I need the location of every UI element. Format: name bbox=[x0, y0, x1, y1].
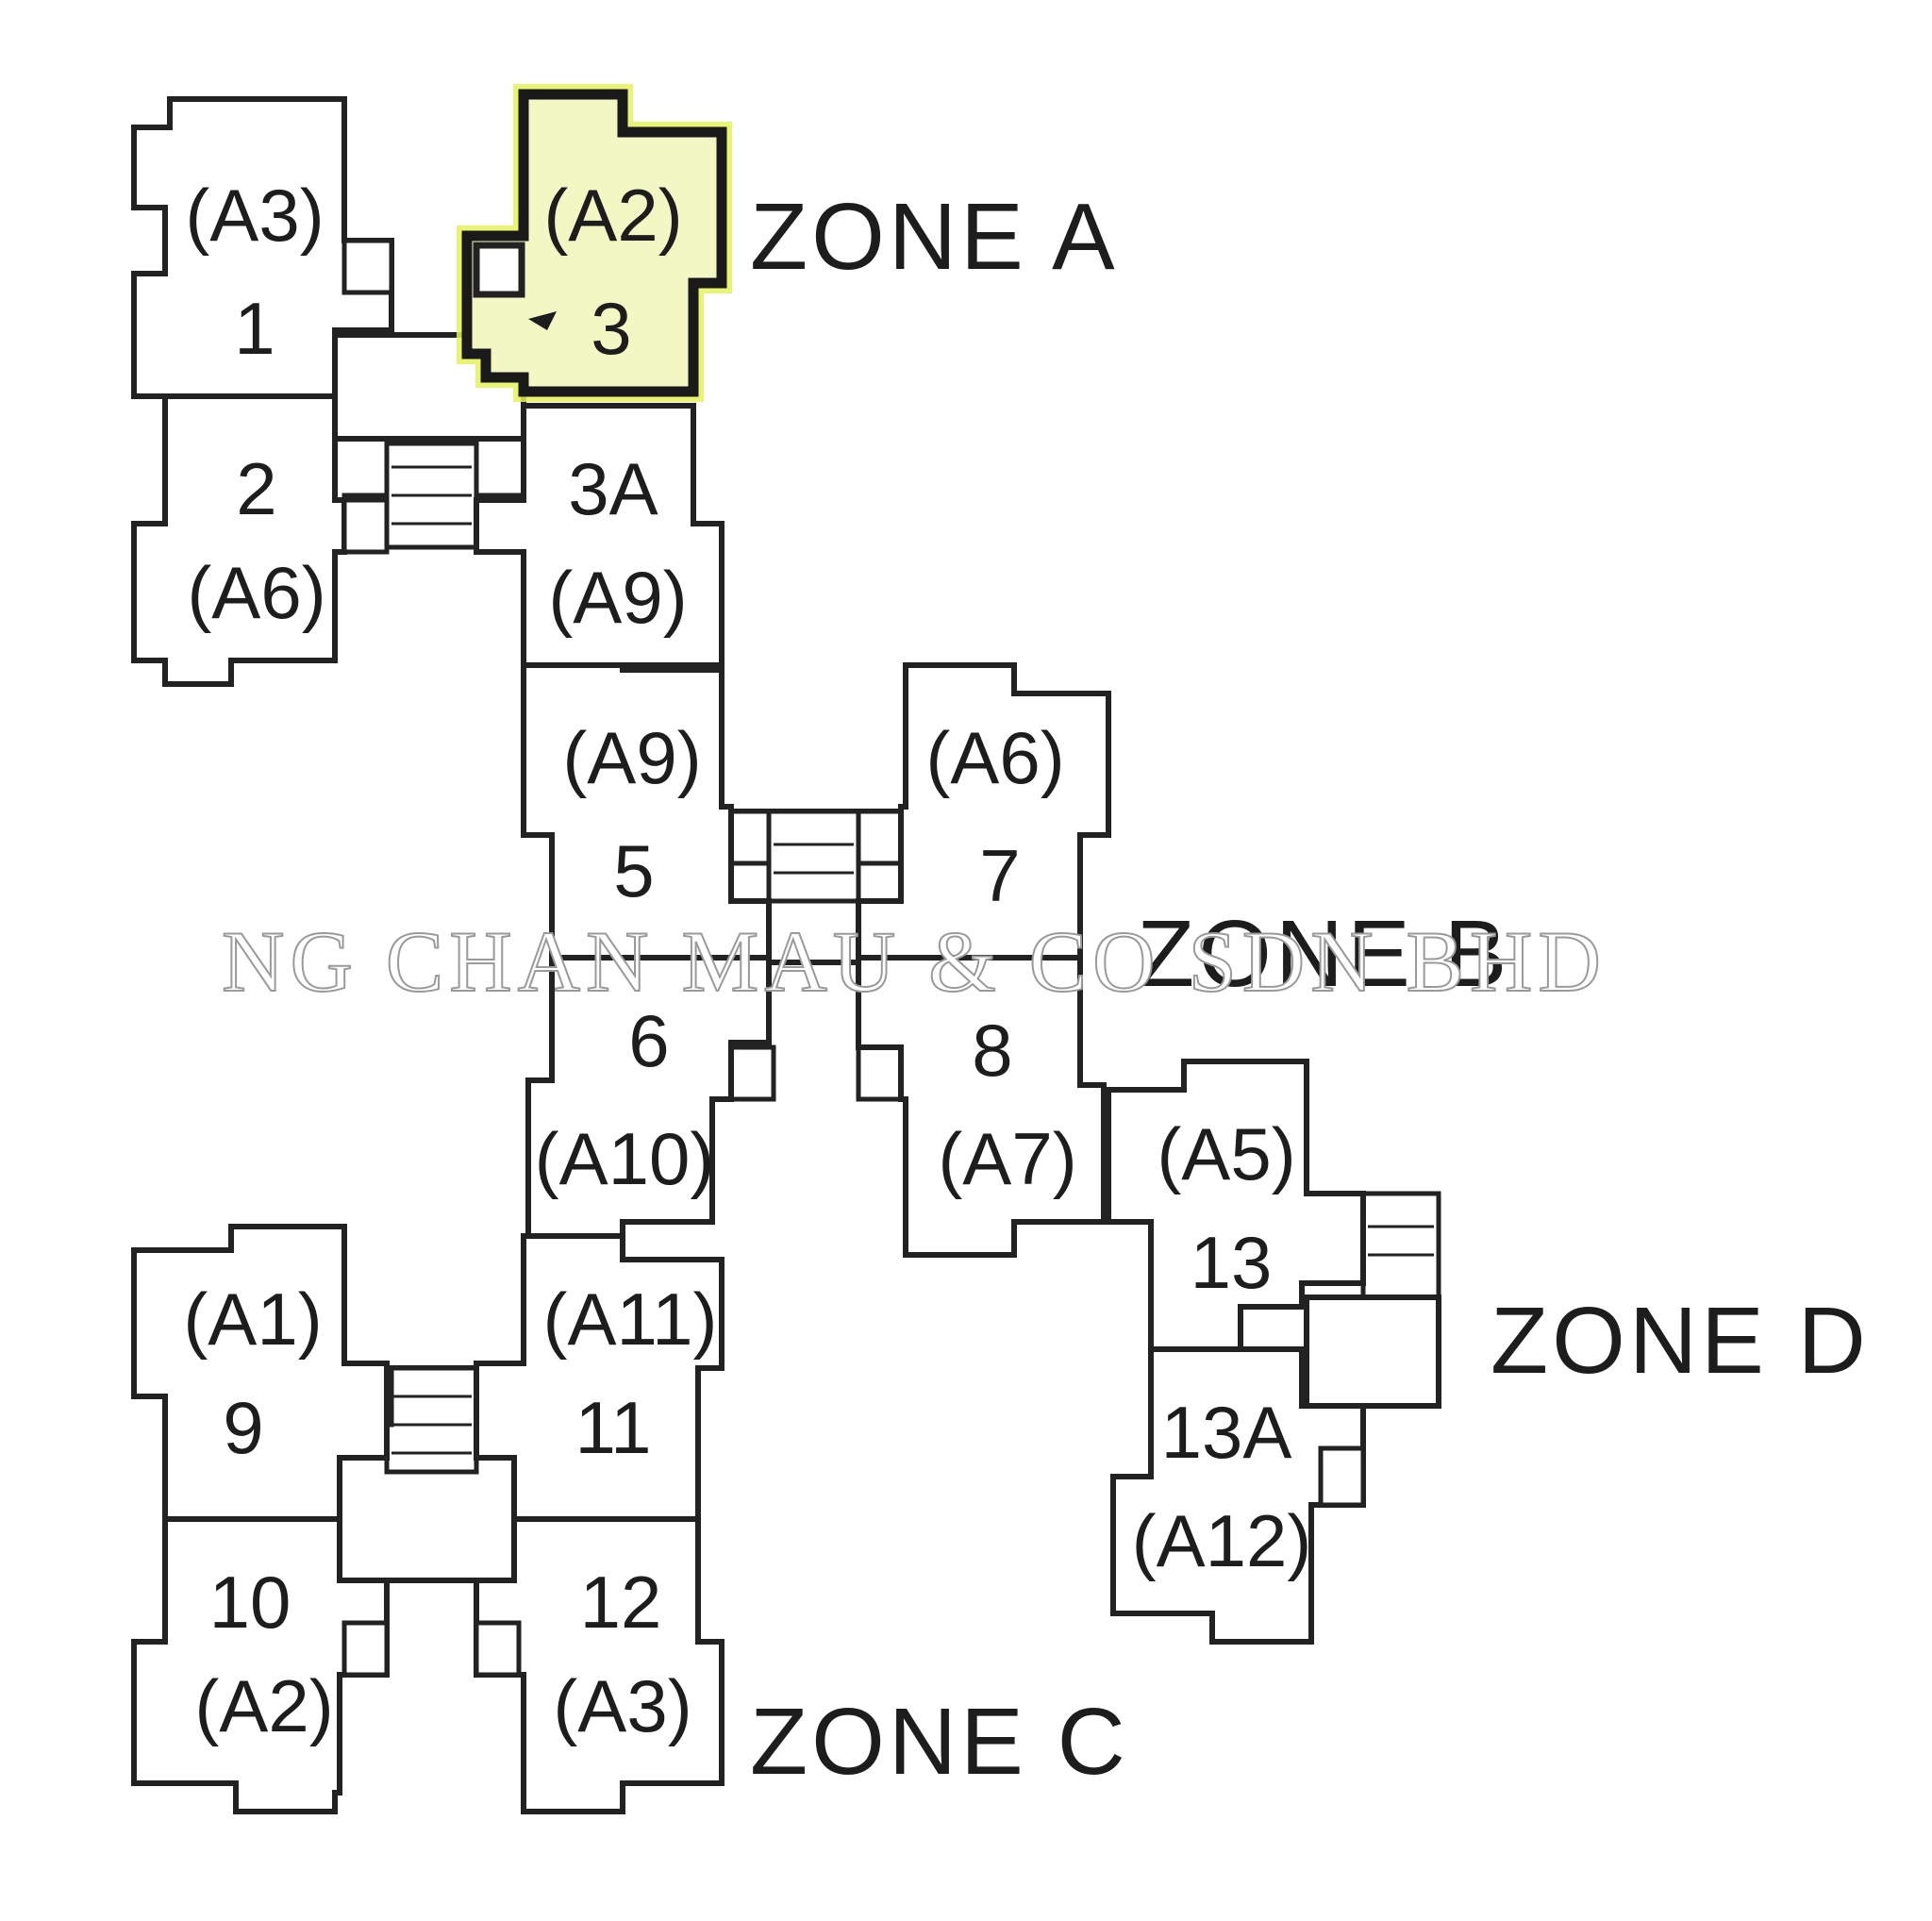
unit-13[interactable]: (A5) 13 bbox=[1106, 1059, 1366, 1352]
unit-6[interactable]: 6 (A10) bbox=[525, 955, 772, 1239]
unit-2-type: (A6) bbox=[187, 551, 325, 634]
unit-11-number: 11 bbox=[575, 1386, 652, 1469]
unit-10[interactable]: 10 (A2) bbox=[131, 1516, 390, 1814]
unit-5-number: 5 bbox=[613, 829, 654, 912]
unit-6-type: (A10) bbox=[535, 1117, 715, 1200]
unit-11-type: (A11) bbox=[543, 1278, 718, 1361]
zone-d-block: (A5) 13 13A (A12) ZONE D bbox=[1106, 1059, 1870, 1645]
unit-10-number: 10 bbox=[209, 1561, 291, 1644]
unit-1-number: 1 bbox=[234, 287, 275, 370]
unit-3-number: 3 bbox=[591, 287, 631, 370]
unit-9[interactable]: (A1) 9 bbox=[131, 1224, 390, 1522]
unit-12-number: 12 bbox=[580, 1561, 662, 1644]
unit-3-highlight bbox=[461, 89, 727, 397]
unit-1[interactable]: (A3) 1 bbox=[131, 96, 394, 399]
unit-3a[interactable]: 3A (A9) bbox=[474, 403, 724, 668]
unit-7[interactable]: (A6) 7 bbox=[856, 662, 1111, 960]
unit-8[interactable]: 8 (A7) bbox=[856, 955, 1107, 1258]
unit-2-number: 2 bbox=[236, 447, 276, 530]
unit-1-type: (A3) bbox=[185, 174, 324, 257]
unit-9-type: (A1) bbox=[183, 1278, 322, 1361]
unit-7-type: (A6) bbox=[925, 716, 1064, 799]
watermark: NG CHAN MAU & CO SDN BHD bbox=[222, 913, 1607, 1010]
unit-8-number: 8 bbox=[972, 1009, 1012, 1092]
zone-c-label: ZONE C bbox=[750, 1689, 1129, 1795]
unit-3a-number: 3A bbox=[568, 447, 658, 530]
unit-13a[interactable]: 13A (A12) bbox=[1110, 1346, 1366, 1645]
unit-13a-number: 13A bbox=[1161, 1391, 1292, 1474]
unit-6-number: 6 bbox=[628, 999, 669, 1082]
location-marker-icon bbox=[528, 311, 557, 330]
zone-b-block: (A9) 5 (A6) 7 6 (A10) 8 (A7) ZONE B bbox=[521, 662, 1510, 1258]
unit-11[interactable]: (A11) 11 bbox=[474, 1233, 724, 1522]
unit-13-type: (A5) bbox=[1157, 1112, 1295, 1195]
unit-2[interactable]: 2 (A6) bbox=[131, 393, 390, 687]
zone-c-block: (A1) 9 (A11) 11 10 (A2) 12 (A3) ZONE C bbox=[131, 1224, 1129, 1814]
zone-a-label: ZONE A bbox=[750, 184, 1119, 290]
unit-10-type: (A2) bbox=[194, 1664, 333, 1747]
unit-12-type: (A3) bbox=[553, 1664, 691, 1747]
unit-8-type: (A7) bbox=[938, 1117, 1076, 1200]
unit-9-number: 9 bbox=[223, 1386, 263, 1469]
unit-5-type: (A9) bbox=[562, 716, 701, 799]
zone-a-block: (A3) 1 (A2) 3 2 (A6) 3A (A9) ZONE A bbox=[131, 84, 1119, 687]
unit-3[interactable]: (A2) 3 bbox=[457, 84, 732, 402]
unit-12[interactable]: 12 (A3) bbox=[474, 1516, 724, 1814]
unit-7-number: 7 bbox=[979, 834, 1020, 917]
unit-5[interactable]: (A9) 5 bbox=[521, 662, 772, 960]
zone-b-label: ZONE B bbox=[1137, 901, 1510, 1007]
unit-13a-type: (A12) bbox=[1132, 1499, 1312, 1582]
unit-13-number: 13 bbox=[1191, 1221, 1273, 1304]
unit-3-type: (A2) bbox=[543, 174, 682, 257]
zone-d-label: ZONE D bbox=[1491, 1288, 1870, 1394]
unit-3a-type: (A9) bbox=[548, 556, 687, 639]
